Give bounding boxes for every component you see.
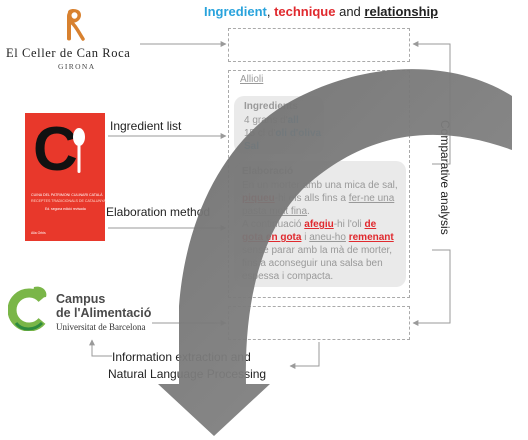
elaboration-line: gota en gota i aneu-ho remenant xyxy=(242,232,394,243)
celler-city: GIRONA xyxy=(58,62,96,71)
book-subtitle-2: RECEPTES TRADICIONALS DE CATALUNYA xyxy=(31,199,106,203)
ingredient-line: 4 grans d'all xyxy=(244,115,299,126)
box-restaurant-recipes xyxy=(228,28,410,62)
arrow-bottom-to-nlp xyxy=(289,342,320,369)
spoon-icon xyxy=(73,128,85,173)
book-letter: C xyxy=(33,115,78,184)
label-nlp: Natural Language Processing xyxy=(108,367,267,381)
book-publisher: Alia Orbis xyxy=(31,231,46,235)
arrow-nlp-return xyxy=(89,339,112,357)
book-cover: C CUINA DEL PATRIMONI CULINARI CATALÀ RE… xyxy=(25,113,106,241)
elaboration-line: piqueu-hi els alls fins a fer-ne una xyxy=(242,193,395,204)
label-information-extraction: Information extraction and xyxy=(112,350,251,364)
elaboration-line: sense parar amb la mà de morter, xyxy=(242,245,393,256)
campus-university: Universitat de Barcelona xyxy=(56,322,146,332)
elaboration-heading: Elaboració xyxy=(242,166,294,177)
book-subtitle-3: Ed. segona edició revisada xyxy=(45,207,86,211)
ingredient-line: Sal xyxy=(244,141,260,152)
campus-name-line2: de l'Alimentació xyxy=(56,306,152,320)
ingredients-heading: Ingredients xyxy=(244,101,298,112)
box-nlp-output xyxy=(228,306,410,340)
recipe-name: Allioli xyxy=(240,74,264,85)
ingredient-line: 15 cl d'oli d'oliva xyxy=(244,128,322,139)
diagram-title: Ingredient, technique and relationship xyxy=(204,4,439,19)
label-elaboration-method: Elaboration method xyxy=(106,205,211,219)
celler-roca-logo-icon xyxy=(67,8,85,41)
celler-name: El Celler de Can Roca xyxy=(6,46,131,60)
elaboration-line: espessa i compacta. xyxy=(242,271,334,282)
elaboration-line: pasta molt fina. xyxy=(242,206,310,217)
label-comparative-analysis: Comparative analysis xyxy=(438,120,452,235)
campus-name: Campus de l'Alimentació xyxy=(56,292,151,320)
elaboration-line: A continuació afegiu-hi l'oli de xyxy=(242,219,377,230)
book-subtitle-1: CUINA DEL PATRIMONI CULINARI CATALÀ xyxy=(31,193,103,197)
elaboration-line: fins a aconseguir una salsa ben xyxy=(242,258,383,269)
comparative-bracket-bottom xyxy=(412,249,451,326)
elaboration-line: En un morter amb una mica de sal, xyxy=(242,180,398,191)
campus-name-line1: Campus xyxy=(56,292,106,306)
campus-leaf-logo-icon xyxy=(8,286,47,331)
label-ingredient-list: Ingredient list xyxy=(110,119,182,133)
